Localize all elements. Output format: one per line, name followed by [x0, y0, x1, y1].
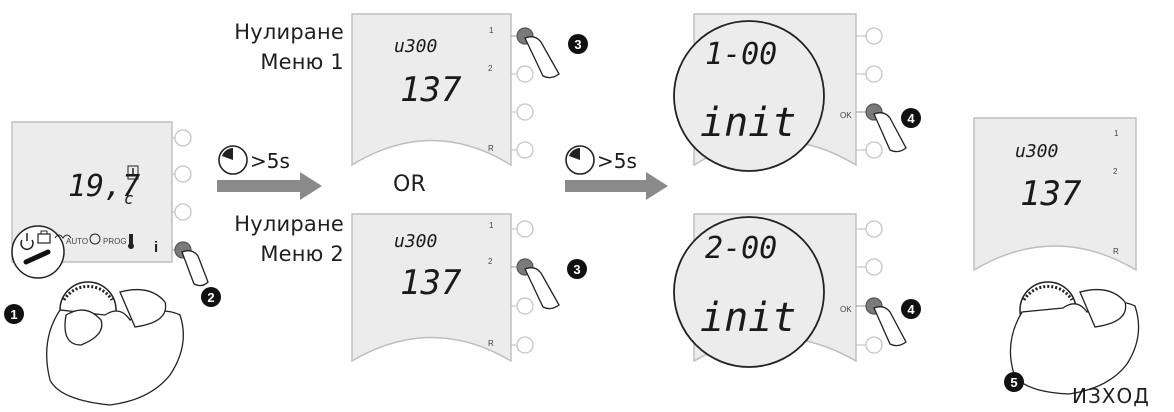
side-button[interactable]	[172, 165, 192, 183]
hold-arrow-2: >5s	[565, 145, 668, 200]
button-2[interactable]	[856, 65, 883, 83]
button-number-label: R	[488, 339, 494, 348]
finger-press	[873, 112, 907, 153]
button-reset[interactable]	[511, 141, 534, 159]
init-menu-code: 1-00	[705, 37, 777, 72]
prog-mode-label: PROG	[103, 237, 127, 246]
hand-turning-knob	[46, 281, 184, 406]
arrow-shape	[565, 172, 668, 200]
parameter-code: u300	[394, 36, 437, 57]
device-init-2: OK 2-00 init 4	[673, 213, 921, 368]
button-1[interactable]	[856, 220, 883, 238]
parameter-value: 137	[400, 70, 462, 110]
reset-menu1-title: Нулиране	[234, 20, 344, 44]
or-label: OR	[393, 172, 427, 197]
thermometer-icon	[127, 165, 139, 180]
button-reset[interactable]	[511, 336, 534, 354]
button-number-label: 2	[488, 64, 493, 73]
button-number-label: 2	[1113, 167, 1118, 176]
ok-label: OK	[840, 305, 852, 314]
button-number-label: R	[1113, 247, 1119, 256]
button-number-label: 1	[1114, 129, 1119, 138]
svg-text:2: 2	[207, 290, 214, 305]
device-menu2: u300 137 1 2 R 3	[351, 213, 587, 363]
button-2[interactable]	[511, 65, 534, 83]
temperature-unit: c	[124, 189, 134, 208]
button-number-label: R	[488, 144, 494, 153]
button-reset[interactable]	[856, 141, 883, 159]
svg-text:5: 5	[1010, 375, 1017, 390]
device-menu1: u300 137 1 2 R 3	[351, 13, 588, 167]
info-icon: i	[154, 239, 158, 256]
step-badge: 2	[201, 287, 221, 307]
holiday-icon	[54, 234, 72, 239]
reset-menu2-subtitle: Меню 2	[260, 242, 344, 266]
finger-press	[873, 306, 907, 347]
thermometer-icon	[128, 234, 134, 249]
svg-text:3: 3	[573, 262, 580, 277]
button-1[interactable]	[856, 27, 883, 45]
svg-text:4: 4	[907, 111, 915, 126]
button-number-label: 1	[489, 221, 494, 230]
power-needle	[23, 249, 51, 265]
power-zoom-detail	[11, 225, 72, 279]
finger-press	[524, 36, 560, 79]
device-initial: 19,7 c AUTO PROG i	[4, 121, 221, 406]
step-badge: 5	[1004, 372, 1024, 392]
step-badge: 4	[901, 299, 921, 319]
svg-text:1: 1	[10, 307, 17, 322]
parameter-code: u300	[394, 231, 437, 252]
timer-icon	[565, 145, 595, 175]
finger-press	[181, 250, 209, 287]
side-button[interactable]	[172, 129, 192, 147]
init-menu-code: 2-00	[705, 231, 777, 266]
reset-menu1-subtitle: Меню 1	[260, 50, 344, 74]
button-3[interactable]	[511, 103, 534, 121]
finger-press	[524, 267, 560, 310]
ok-label: OK	[840, 111, 852, 120]
reset-menu2-title: Нулиране	[234, 212, 344, 236]
parameter-value: 137	[1020, 174, 1082, 214]
button-1[interactable]	[511, 220, 534, 238]
hand-turning-knob	[1009, 281, 1140, 395]
power-icon	[20, 233, 34, 250]
clock-icon	[89, 233, 101, 245]
timer-icon	[218, 145, 248, 175]
side-button[interactable]	[172, 203, 192, 221]
exit-label: ИЗХОД	[1072, 384, 1150, 408]
button-reset[interactable]	[856, 336, 883, 354]
init-text: init	[700, 100, 796, 146]
init-text: init	[700, 295, 796, 341]
svg-text:4: 4	[907, 302, 915, 317]
parameter-code: u300	[1015, 141, 1058, 162]
device-init-1: OK 1-00 init 4	[673, 13, 921, 172]
button-2[interactable]	[856, 258, 883, 276]
svg-text:3: 3	[574, 37, 581, 52]
step-badge: 1	[4, 304, 24, 324]
hold-time-label: >5s	[250, 149, 290, 173]
step-badge: 4	[901, 108, 921, 128]
mode-icons: AUTO PROG i	[66, 233, 158, 256]
button-number-label: 1	[489, 26, 494, 35]
suitcase-icon	[37, 230, 51, 244]
device-final: u300 137 1 2 R 5	[973, 117, 1140, 395]
button-3[interactable]	[511, 297, 534, 315]
step-badge: 3	[567, 259, 587, 279]
parameter-value: 137	[400, 263, 462, 303]
hold-arrow-1: >5s	[217, 145, 322, 200]
hold-time-label: >5s	[597, 149, 637, 173]
auto-mode-label: AUTO	[66, 237, 88, 246]
arrow-shape	[217, 172, 322, 200]
step-badge: 3	[568, 34, 588, 54]
button-number-label: 2	[488, 257, 493, 266]
zoom-lens	[673, 20, 825, 172]
zoom-lens	[673, 216, 825, 368]
